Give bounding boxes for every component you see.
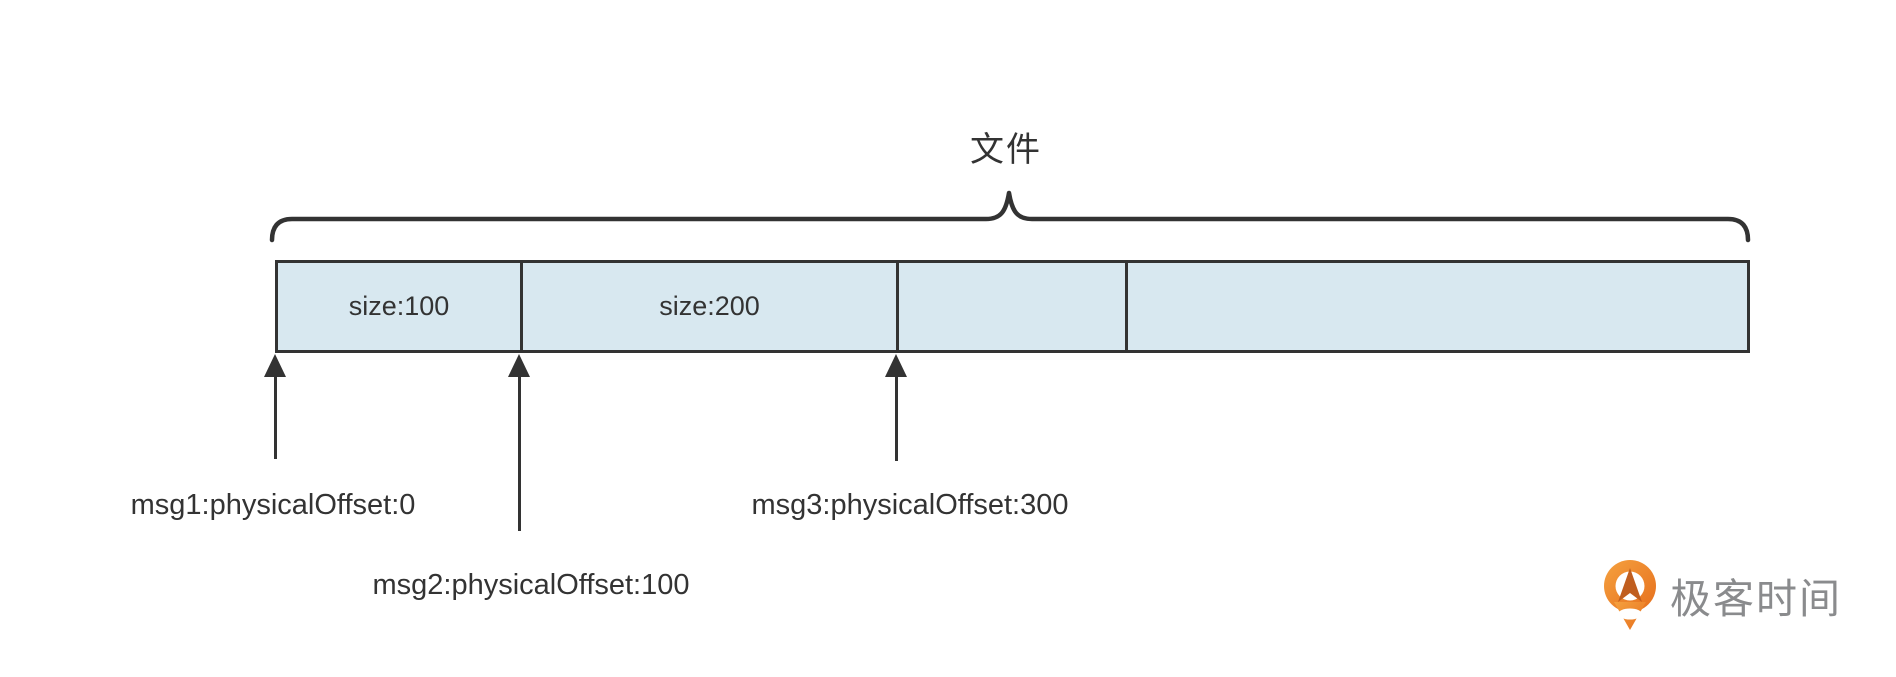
segment-size-label: size:100 bbox=[348, 291, 450, 321]
arrow-up-icon bbox=[264, 354, 286, 377]
arrow-shaft bbox=[895, 376, 898, 461]
geektime-logo-icon bbox=[1604, 560, 1656, 630]
arrow-shaft bbox=[274, 376, 277, 459]
brace-icon bbox=[269, 190, 1751, 243]
arrow-up-icon bbox=[508, 354, 530, 377]
arrow-shaft bbox=[518, 376, 521, 531]
file-segment-1: size:100 bbox=[278, 263, 523, 350]
file-segment-4 bbox=[1128, 263, 1747, 350]
file-title: 文件 bbox=[970, 131, 1042, 169]
file-segment-2: size:200 bbox=[523, 263, 899, 350]
segment-size-label: size:200 bbox=[659, 291, 760, 321]
geektime-logo: 极客时间 bbox=[1601, 556, 1842, 634]
msg2-offset-label: msg2:physicalOffset:100 bbox=[372, 569, 690, 601]
file-bar: size:100 size:200 bbox=[275, 260, 1750, 353]
arrow-up-icon bbox=[885, 354, 907, 377]
geektime-logo-text: 极客时间 bbox=[1670, 576, 1842, 622]
msg1-offset-label: msg1:physicalOffset:0 bbox=[130, 489, 416, 521]
file-segment-3 bbox=[899, 263, 1128, 350]
msg3-offset-label: msg3:physicalOffset:300 bbox=[751, 489, 1069, 521]
